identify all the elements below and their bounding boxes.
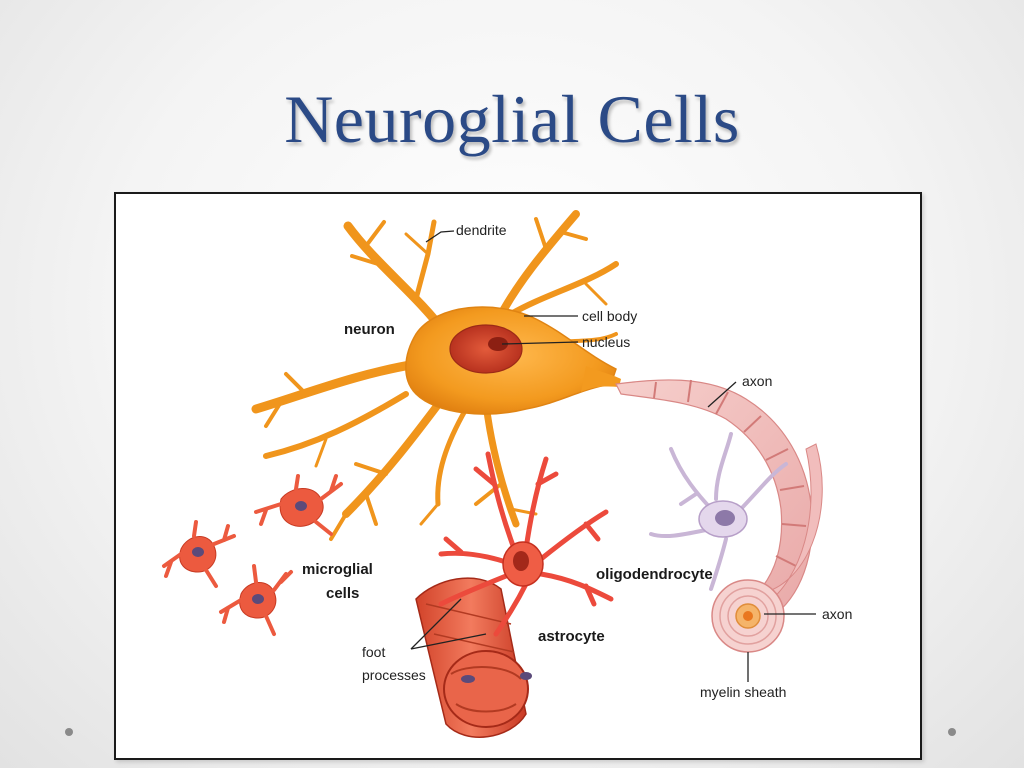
label-axon-top: axon	[742, 373, 772, 389]
label-myelin-sheath: myelin sheath	[700, 684, 786, 700]
label-microglial-line2: cells	[326, 585, 359, 602]
myelin-cross-section	[711, 443, 823, 653]
neuron-nucleus	[449, 324, 523, 374]
microglial-cell-3	[219, 564, 293, 636]
microglial-cell-1	[254, 474, 343, 536]
slide-bullet-left	[65, 728, 73, 736]
slide-title: Neuroglial Cells	[284, 81, 740, 157]
neuron-axon-hillock	[581, 366, 621, 392]
oligodendrocyte-cell	[649, 432, 788, 591]
neuron-nucleolus	[488, 337, 508, 351]
slide-bullet-right	[948, 728, 956, 736]
myelin-segments	[653, 379, 807, 567]
label-neuron: neuron	[344, 321, 395, 338]
label-microglial-line1: microglial	[302, 561, 373, 578]
label-cell-body: cell body	[582, 308, 637, 324]
neuroglia-diagram: dendrite neuron cell body nucleus axon m…	[162, 210, 852, 738]
label-dendrite: dendrite	[456, 222, 507, 238]
astrocyte-cell	[438, 451, 614, 637]
label-astrocyte: astrocyte	[538, 628, 605, 645]
blood-vessel	[415, 577, 532, 738]
microglial-cell-2	[162, 520, 236, 588]
neuroglia-diagram-frame: dendrite neuron cell body nucleus axon m…	[114, 192, 922, 760]
leader-lines	[410, 230, 816, 682]
label-nucleus: nucleus	[582, 334, 630, 350]
label-axon-bottom: axon	[822, 606, 852, 622]
label-foot-line2: processes	[362, 667, 426, 683]
label-oligodendrocyte: oligodendrocyte	[596, 566, 713, 583]
label-foot-line1: foot	[362, 644, 385, 660]
